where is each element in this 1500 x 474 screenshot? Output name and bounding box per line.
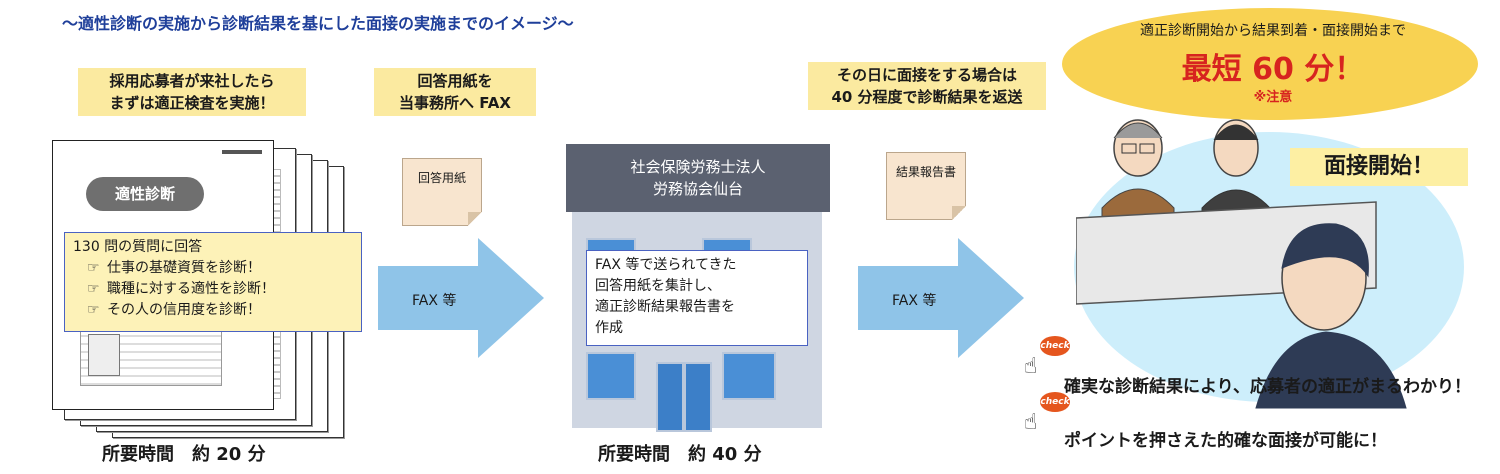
oval-note: ※注意 <box>1253 90 1293 105</box>
page-title: ～適性診断の実施から診断結果を基にした面接の実施までのイメージ～ <box>62 14 574 33</box>
arrow2-highlight-line1: その日に面接をする場合は <box>836 66 1017 84</box>
oval-headline: 最短 60 分！ <box>1181 52 1365 87</box>
processing-line: 回答用紙を集計し、 <box>595 278 721 294</box>
arrow1-highlight-line1: 回答用紙を <box>417 72 493 90</box>
step2-time: 所要時間 約 40 分 <box>598 444 762 465</box>
fax-arrow-2 <box>858 238 1024 358</box>
interview-start-label: 面接開始！ <box>1290 148 1468 186</box>
bullet-item: ☞仕事の基礎資質を診断！ <box>73 258 353 279</box>
arrow1-highlight: 回答用紙を 当事務所へ FAX <box>374 68 536 116</box>
office-name-line1: 社会保険労務士法人 <box>630 158 766 176</box>
check-badge-icon: check <box>1040 336 1070 356</box>
oval-caption: 適正診断開始から結果到着・面接開始まで <box>1140 23 1406 39</box>
benefit-1: 確実な診断結果により、応募者の適正がまるわかり！ <box>1064 377 1471 397</box>
bullet-item: ☞職種に対する適性を診断！ <box>73 279 353 300</box>
step1-highlight: 採用応募者が来社したら まずは適正検査を実施！ <box>78 68 306 116</box>
arrow1-highlight-line2: 当事務所へ FAX <box>399 94 511 112</box>
check-badge-icon: check <box>1040 392 1070 412</box>
arrow2-highlight: その日に面接をする場合は 40 分程度で診断結果を返送 <box>808 62 1046 110</box>
result-report-paper: 結果報告書 <box>886 152 966 220</box>
step1-highlight-line2: まずは適正検査を実施！ <box>109 94 275 112</box>
step1-time: 所要時間 約 20 分 <box>102 444 266 465</box>
processing-line: FAX 等で送られてきた <box>595 257 737 273</box>
thumbs-up-hand-icon: ☝ <box>1024 410 1038 435</box>
pointing-hand-icon: ☞ <box>87 281 100 297</box>
questions-count: 130 問の質問に回答 <box>73 239 203 255</box>
building-sign: 社会保険労務士法人 労務協会仙台 <box>566 144 830 212</box>
answer-sheet-paper: 回答用紙 <box>402 158 482 226</box>
office-name-line2: 労務協会仙台 <box>652 180 743 198</box>
bullet-item: ☞その人の信用度を診断！ <box>73 300 353 321</box>
step1-highlight-line1: 採用応募者が来社したら <box>109 72 275 90</box>
pointing-hand-icon: ☞ <box>87 302 100 318</box>
document-title: 適性診断 <box>86 177 204 211</box>
benefit-2: ポイントを押さえた的確な面接が可能に！ <box>1064 431 1387 451</box>
pointing-hand-icon: ☞ <box>87 260 100 276</box>
questions-info-box: 130 問の質問に回答 ☞仕事の基礎資質を診断！ ☞職種に対する適性を診断！ ☞… <box>64 232 362 332</box>
shortest-time-oval <box>1062 8 1478 120</box>
processing-line: 適正診断結果報告書を <box>595 299 735 315</box>
fax-arrow-1 <box>378 238 544 358</box>
arrow2-highlight-line2: 40 分程度で診断結果を返送 <box>831 88 1023 106</box>
document-figure-illustration <box>88 334 120 376</box>
document-header-mark <box>222 150 262 154</box>
arrow2-label: FAX 等 <box>892 293 937 309</box>
processing-info-box: FAX 等で送られてきた 回答用紙を集計し、 適正診断結果報告書を 作成 <box>586 250 808 346</box>
arrow1-label: FAX 等 <box>412 293 457 309</box>
thumbs-up-hand-icon: ☝ <box>1024 354 1038 379</box>
processing-line: 作成 <box>595 320 623 336</box>
interview-illustration <box>1076 119 1407 409</box>
